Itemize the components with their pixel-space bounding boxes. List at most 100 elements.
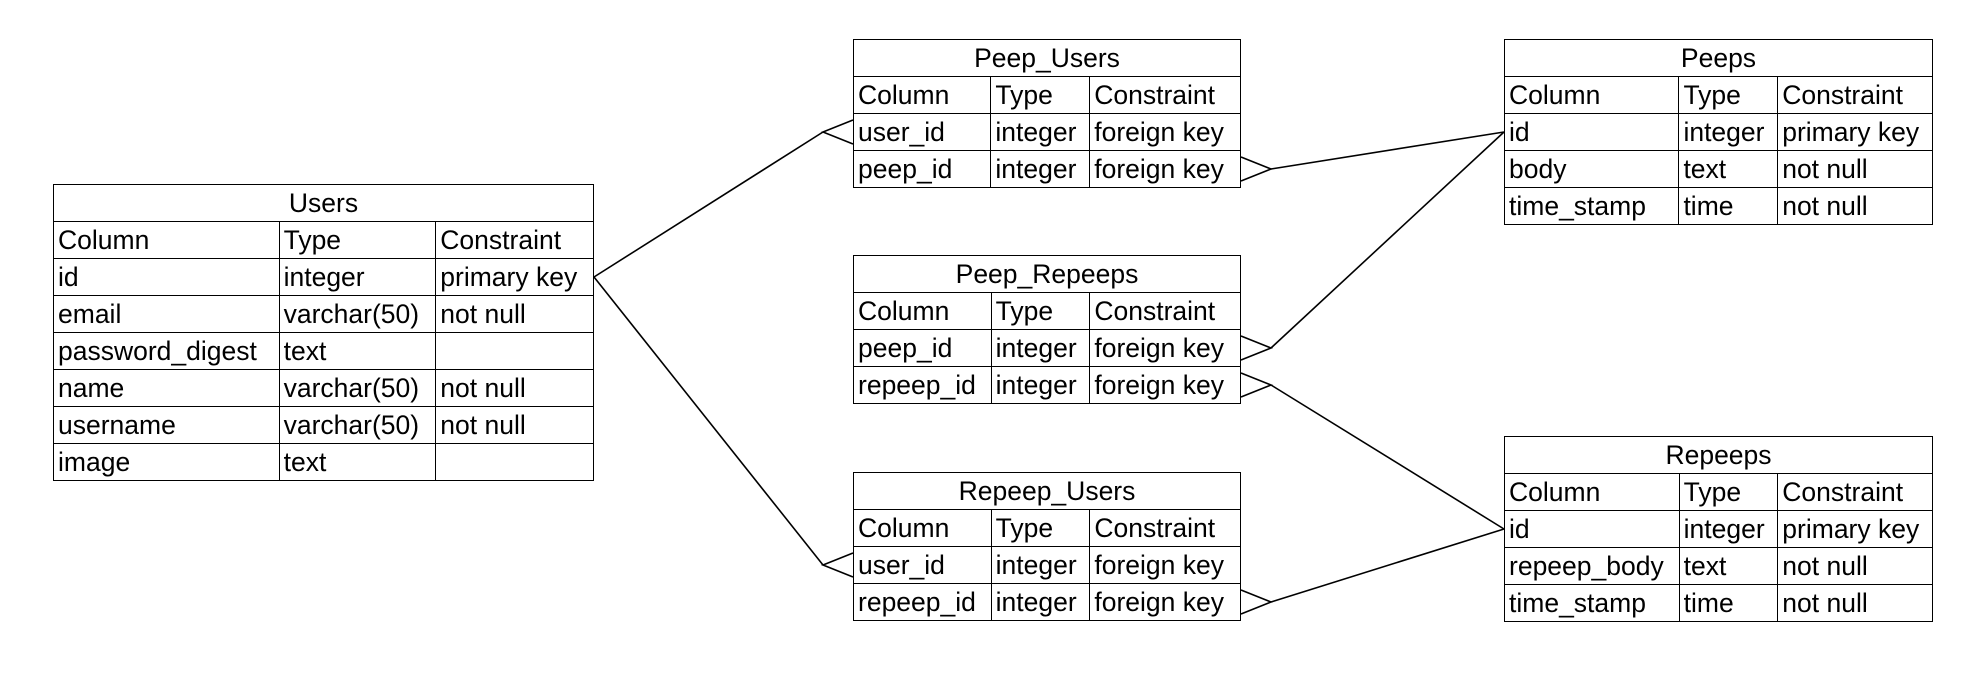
type-header: Type xyxy=(278,221,437,259)
column-constraint: foreign key xyxy=(1089,113,1241,151)
column-constraint: not null xyxy=(1777,584,1933,622)
column-constraint: not null xyxy=(435,295,594,333)
column-type: integer xyxy=(990,583,1091,621)
column-name: name xyxy=(53,369,280,407)
table-repeep-users: Repeep_Users Column Type Constraint user… xyxy=(853,472,1241,621)
column-constraint: primary key xyxy=(435,258,594,296)
table-users: Users Column Type Constraint id integer … xyxy=(53,184,594,481)
constraint-header: Constraint xyxy=(1089,76,1241,114)
column-name: image xyxy=(53,443,280,481)
column-type: integer xyxy=(990,150,1091,188)
column-constraint: not null xyxy=(1777,150,1933,188)
table-repeeps: Repeeps Column Type Constraint id intege… xyxy=(1504,436,1933,622)
column-type: integer xyxy=(990,329,1091,367)
table-row: repeep_body text not null xyxy=(1504,547,1933,585)
column-type: varchar(50) xyxy=(278,406,437,444)
table-row: id integer primary key xyxy=(1504,510,1933,548)
table-row: repeep_id integer foreign key xyxy=(853,583,1241,621)
header-row: Column Type Constraint xyxy=(53,221,594,259)
table-row: id integer primary key xyxy=(53,258,594,296)
constraint-header: Constraint xyxy=(1777,76,1933,114)
column-constraint xyxy=(435,443,594,481)
column-type: varchar(50) xyxy=(278,295,437,333)
column-constraint: foreign key xyxy=(1089,366,1241,404)
table-row: time_stamp time not null xyxy=(1503,187,1933,225)
header-row: Column Type Constraint xyxy=(852,76,1241,114)
column-name: password_digest xyxy=(53,332,280,370)
column-type: time xyxy=(1678,187,1779,225)
column-name: id xyxy=(53,258,280,296)
relationship-line xyxy=(1240,131,1505,182)
column-header: Column xyxy=(53,221,280,259)
column-type: integer xyxy=(990,113,1091,151)
constraint-header: Constraint xyxy=(1089,292,1241,330)
column-header: Column xyxy=(853,509,992,547)
column-constraint: foreign key xyxy=(1089,583,1241,621)
constraint-header: Constraint xyxy=(435,221,594,259)
relationship-line xyxy=(1240,131,1505,361)
table-row: image text xyxy=(53,443,594,481)
table-row: username varchar(50) not null xyxy=(53,406,594,444)
table-row: body text not null xyxy=(1503,150,1933,188)
column-header: Column xyxy=(1504,473,1680,511)
table-title: Peep_Repeeps xyxy=(853,255,1241,293)
column-type: integer xyxy=(990,366,1091,404)
column-constraint: foreign key xyxy=(1089,329,1241,367)
table-row: user_id integer foreign key xyxy=(852,113,1241,151)
header-row: Column Type Constraint xyxy=(853,509,1241,547)
column-name: repeep_id xyxy=(853,583,992,621)
table-row: time_stamp time not null xyxy=(1504,584,1933,622)
column-header: Column xyxy=(852,76,992,114)
relationship-line xyxy=(593,276,854,578)
column-name: time_stamp xyxy=(1503,187,1680,225)
column-name: body xyxy=(1503,150,1680,188)
column-name: id xyxy=(1504,510,1680,548)
table-title: Peeps xyxy=(1504,39,1933,77)
column-name: username xyxy=(53,406,280,444)
column-name: peep_id xyxy=(853,329,992,367)
column-type: integer xyxy=(278,258,437,296)
column-type: text xyxy=(1678,547,1779,585)
header-row: Column Type Constraint xyxy=(1504,473,1933,511)
column-constraint: foreign key xyxy=(1089,150,1241,188)
column-constraint: primary key xyxy=(1777,510,1933,548)
table-peep-users: Peep_Users Column Type Constraint user_i… xyxy=(852,39,1241,188)
relationship-line xyxy=(593,119,854,278)
table-row: email varchar(50) not null xyxy=(53,295,594,333)
column-type: time xyxy=(1678,584,1779,622)
column-type: integer xyxy=(1678,510,1779,548)
column-constraint: not null xyxy=(435,406,594,444)
column-name: repeep_id xyxy=(853,366,992,404)
column-name: peep_id xyxy=(852,150,992,188)
column-header: Column xyxy=(1503,76,1680,114)
table-row: repeep_id integer foreign key xyxy=(853,366,1241,404)
table-row: name varchar(50) not null xyxy=(53,369,594,407)
table-row: password_digest text xyxy=(53,332,594,370)
column-constraint: primary key xyxy=(1777,113,1933,151)
table-peep-repeeps: Peep_Repeeps Column Type Constraint peep… xyxy=(853,255,1241,404)
column-type: text xyxy=(1678,150,1779,188)
column-name: email xyxy=(53,295,280,333)
column-header: Column xyxy=(853,292,992,330)
header-row: Column Type Constraint xyxy=(1503,76,1933,114)
column-constraint: not null xyxy=(1777,187,1933,225)
table-title: Repeep_Users xyxy=(853,472,1241,510)
table-row: peep_id integer foreign key xyxy=(852,150,1241,188)
table-title: Users xyxy=(53,184,594,222)
column-type: integer xyxy=(990,546,1091,584)
column-type: integer xyxy=(1678,113,1779,151)
column-constraint: foreign key xyxy=(1089,546,1241,584)
constraint-header: Constraint xyxy=(1089,509,1241,547)
table-title: Repeeps xyxy=(1504,436,1933,474)
column-constraint xyxy=(435,332,594,370)
type-header: Type xyxy=(1678,76,1779,114)
column-type: text xyxy=(278,332,437,370)
column-constraint: not null xyxy=(1777,547,1933,585)
table-title: Peep_Users xyxy=(853,39,1241,77)
table-row: id integer primary key xyxy=(1503,113,1933,151)
column-name: user_id xyxy=(853,546,992,584)
type-header: Type xyxy=(990,292,1091,330)
type-header: Type xyxy=(990,509,1091,547)
table-peeps: Peeps Column Type Constraint id integer … xyxy=(1503,39,1933,225)
